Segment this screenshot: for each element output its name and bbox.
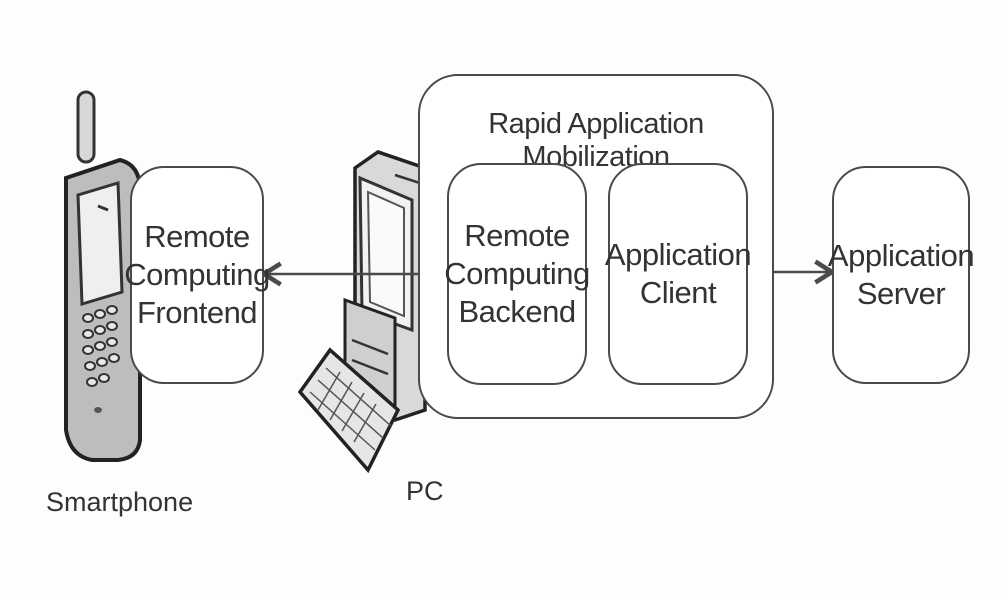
client-label: Application Client [604, 237, 752, 310]
frontend-label: Remote Computing Frontend [124, 219, 270, 330]
remote-computing-backend-node: Remote Computing Backend [444, 163, 590, 385]
server-label: Application Server [827, 238, 975, 311]
backend-label: Remote Computing Backend [444, 218, 590, 329]
keyboard-icon [297, 347, 401, 474]
smartphone-icon [64, 90, 142, 462]
pc-label: PC [406, 476, 444, 506]
application-client-node: Application Client [604, 163, 752, 385]
smartphone-label: Smartphone [46, 487, 194, 517]
remote-computing-frontend-node: Remote Computing Frontend [124, 166, 270, 384]
application-server-node: Application Server [828, 166, 975, 384]
